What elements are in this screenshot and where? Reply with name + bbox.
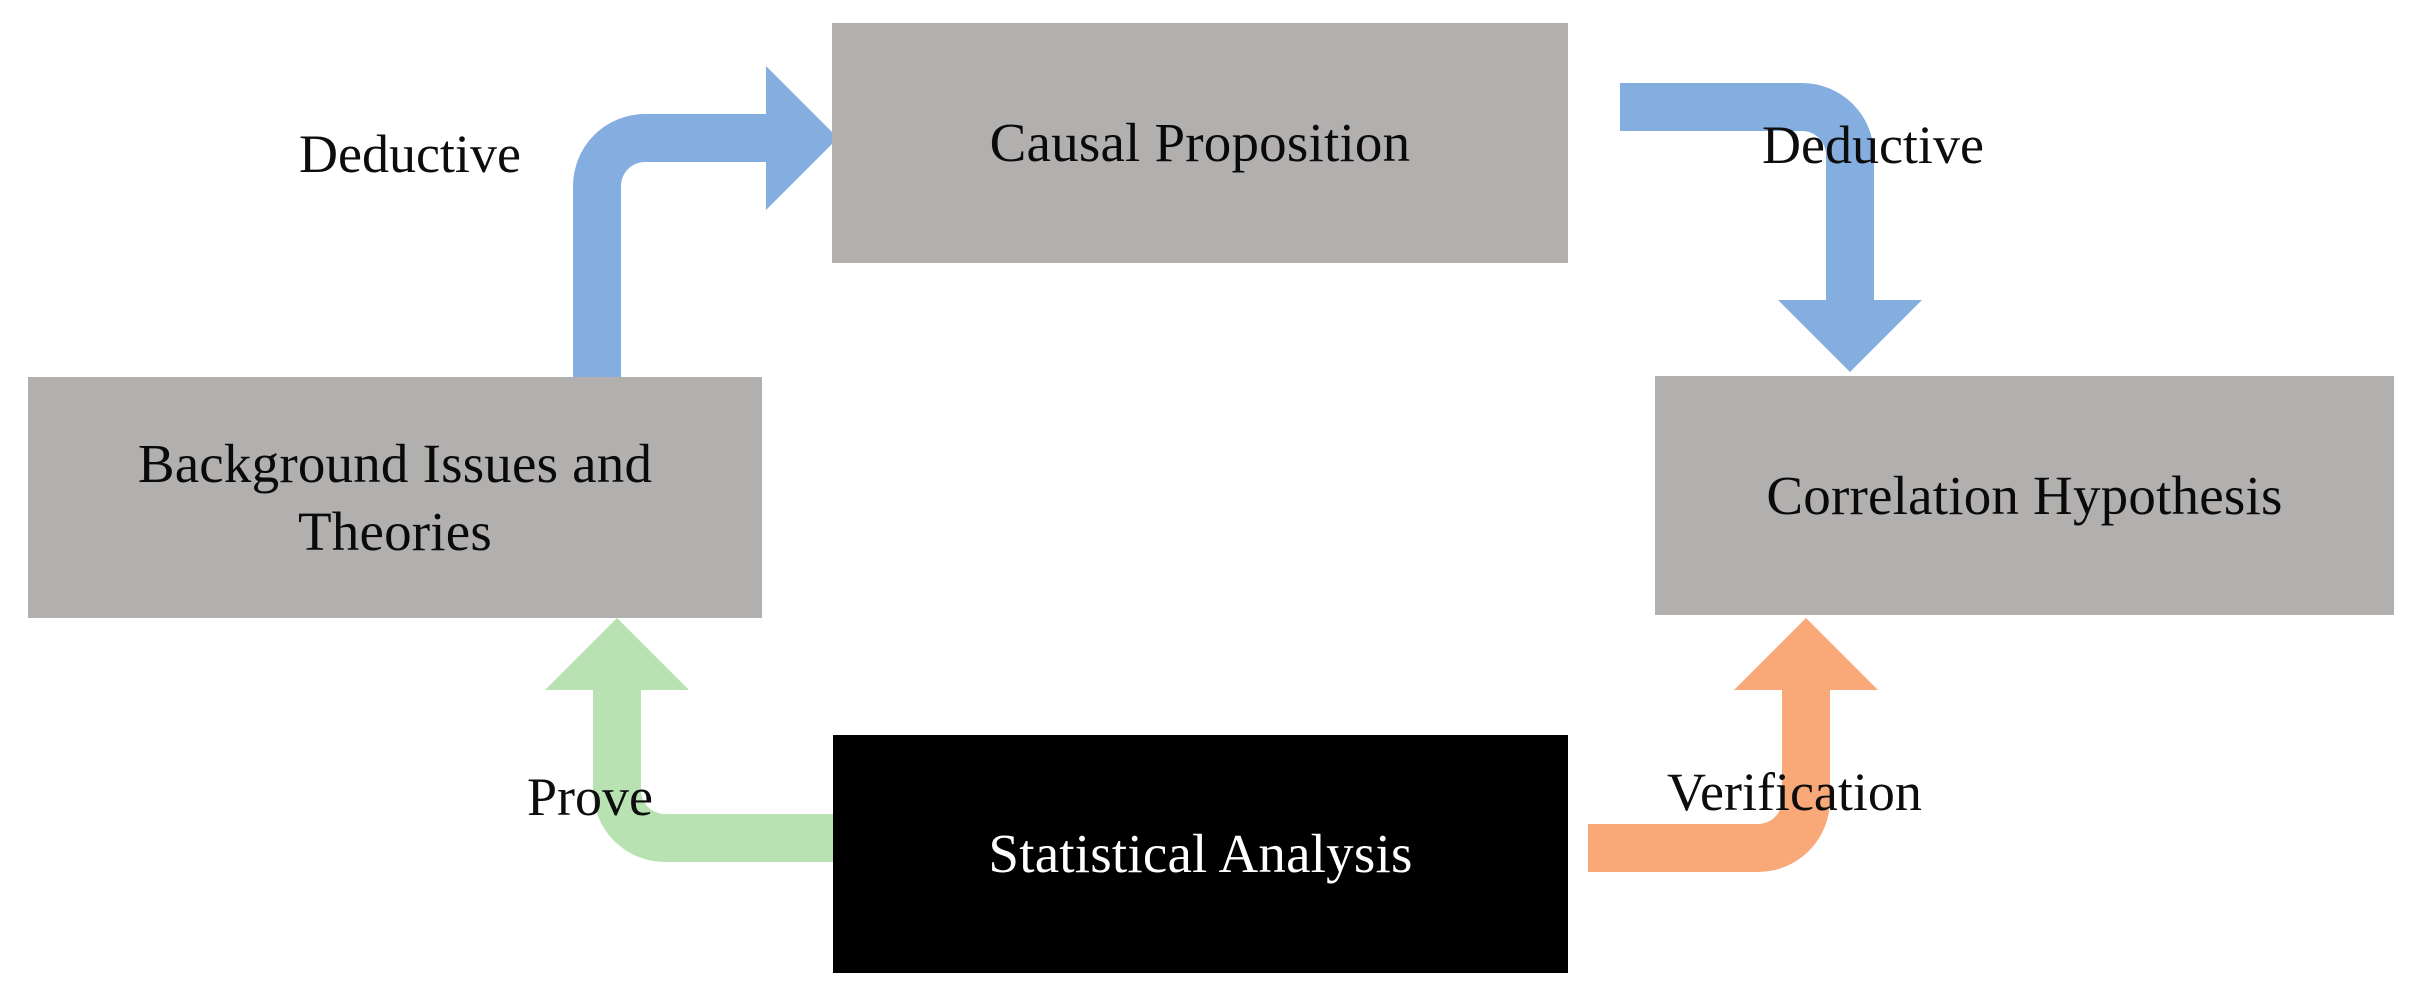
node-background-issues-label: Background Issues and Theories (137, 433, 653, 562)
arrow-statistical-to-correlation (1588, 618, 1878, 872)
edge-label-causal-to-correlation: Deductive (1762, 115, 1984, 175)
node-statistical-analysis-label: Statistical Analysis (988, 823, 1413, 885)
node-correlation-hypothesis[interactable]: Correlation Hypothesis (1655, 376, 2394, 615)
edge-label-statistical-to-correlation: Verification (1667, 762, 1922, 822)
node-correlation-hypothesis-label: Correlation Hypothesis (1766, 464, 2283, 526)
node-background-issues[interactable]: Background Issues and Theories (28, 377, 762, 618)
arrow-background-to-causal (573, 66, 838, 378)
node-causal-proposition[interactable]: Causal Proposition (832, 23, 1568, 263)
edge-label-background-to-causal: Deductive (299, 124, 521, 184)
node-statistical-analysis[interactable]: Statistical Analysis (833, 735, 1568, 973)
node-causal-proposition-label: Causal Proposition (989, 112, 1411, 174)
edge-label-statistical-to-background: Prove (527, 767, 653, 827)
